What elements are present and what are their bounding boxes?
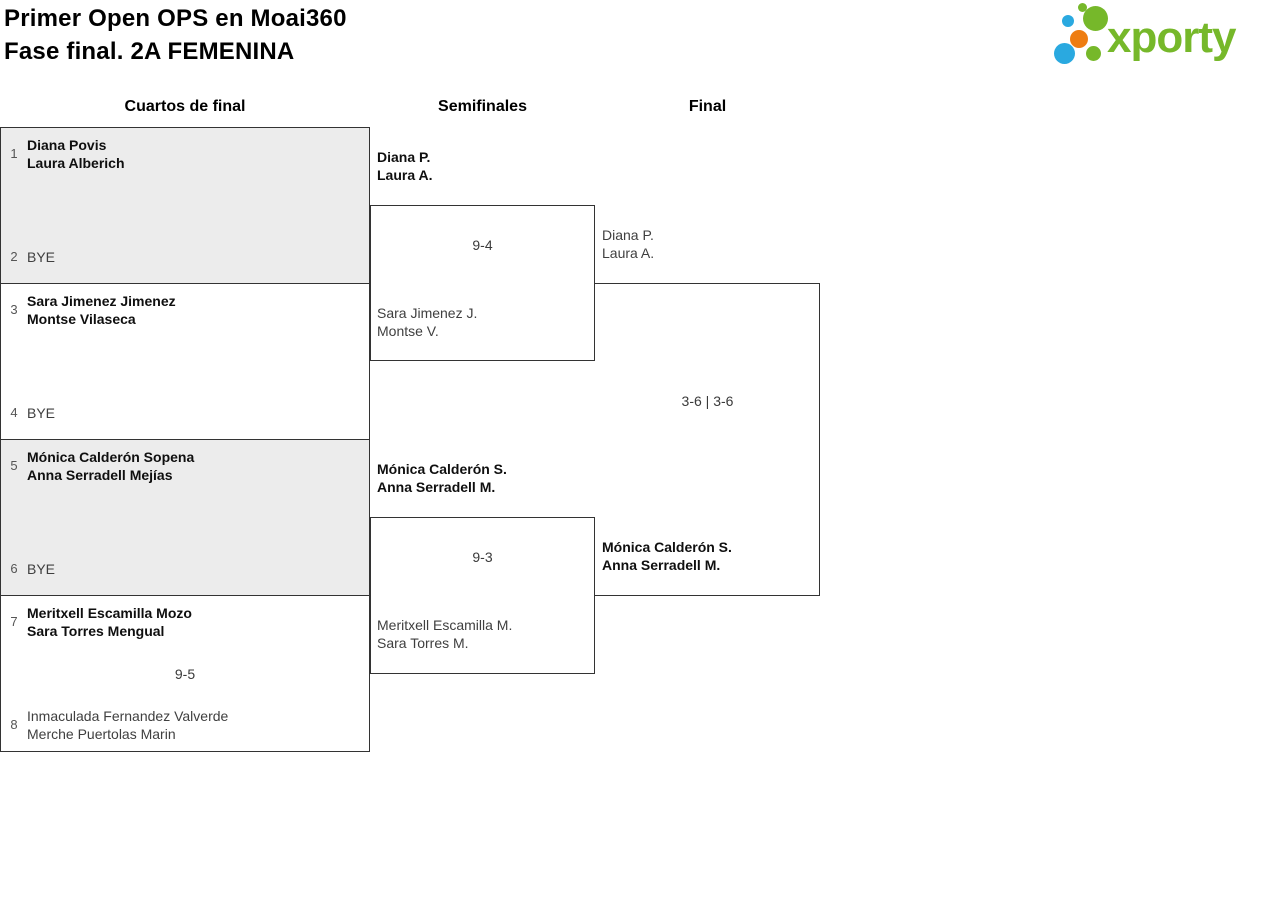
team-qf2-a: Sara Jimenez Jimenez Montse Vilaseca	[27, 292, 176, 328]
player-name: BYE	[27, 405, 56, 421]
match-box-qf4	[0, 595, 370, 752]
player-name: Diana P.	[602, 227, 654, 243]
seed-number: 2	[10, 249, 18, 264]
team-sf1-a: Diana P. Laura A.	[377, 148, 433, 184]
seed-number: 4	[10, 405, 18, 420]
seed-number: 6	[10, 561, 18, 576]
team-qf4-b: Inmaculada Fernandez Valverde Merche Pue…	[27, 707, 228, 743]
match-box-qf3	[0, 439, 370, 596]
match-box-qf1	[0, 127, 370, 284]
logo-dot-green-small-top-icon	[1078, 3, 1087, 12]
team-sf2-b: Meritxell Escamilla M. Sara Torres M.	[377, 616, 512, 652]
seed-number: 3	[10, 302, 18, 317]
team-sf1-b: Sara Jimenez J. Montse V.	[377, 304, 477, 340]
player-name: BYE	[27, 561, 56, 577]
match-box-sf2	[370, 517, 595, 674]
player-name: Laura A.	[602, 245, 655, 261]
player-name: Mónica Calderón S.	[602, 539, 732, 555]
team-qf1-a: Diana Povis Laura Alberich	[27, 136, 125, 172]
player-name: Inmaculada Fernandez Valverde	[27, 708, 229, 724]
player-name: BYE	[27, 249, 56, 265]
round-header-quarterfinals: Cuartos de final	[124, 98, 246, 115]
score-qf4: 9-5	[174, 666, 196, 682]
player-name: Montse Vilaseca	[27, 311, 136, 327]
player-name: Laura Alberich	[27, 155, 125, 171]
team-final-a: Diana P. Laura A.	[602, 226, 654, 262]
match-box-final	[595, 283, 820, 596]
team-qf2-b: BYE	[27, 404, 55, 422]
logo-dot-green-small-bottom-icon	[1086, 46, 1101, 61]
player-name: Diana Povis	[27, 137, 107, 153]
team-qf3-a: Mónica Calderón Sopena Anna Serradell Me…	[27, 448, 194, 484]
player-name: Laura A.	[377, 167, 433, 183]
player-name: Mónica Calderón S.	[377, 461, 507, 477]
team-final-b: Mónica Calderón S. Anna Serradell M.	[602, 538, 732, 574]
player-name: Anna Serradell M.	[602, 557, 721, 573]
page-title: Primer Open OPS en Moai360 Fase final. 2…	[4, 2, 347, 68]
player-name: Montse V.	[377, 323, 439, 339]
seed-number: 8	[10, 717, 18, 732]
team-sf2-a: Mónica Calderón S. Anna Serradell M.	[377, 460, 507, 496]
team-qf1-b: BYE	[27, 248, 55, 266]
player-name: Anna Serradell M.	[377, 479, 496, 495]
player-name: Mónica Calderón Sopena	[27, 449, 195, 465]
match-box-sf1	[370, 205, 595, 361]
player-name: Meritxell Escamilla M.	[377, 617, 513, 633]
player-name: Sara Torres M.	[377, 635, 469, 651]
logo-dot-green-large-icon	[1083, 6, 1108, 31]
logo-dot-blue-small-icon	[1062, 15, 1074, 27]
round-header-semifinals: Semifinales	[438, 98, 527, 115]
player-name: Merche Puertolas Marin	[27, 726, 176, 742]
logo-wordmark: xporty	[1107, 13, 1236, 62]
player-name: Sara Jimenez J.	[377, 305, 478, 321]
seed-number: 7	[10, 614, 18, 629]
phase-name: Fase final. 2A FEMENINA	[4, 38, 295, 65]
score-sf2: 9-3	[472, 549, 493, 565]
team-qf4-a: Meritxell Escamilla Mozo Sara Torres Men…	[27, 604, 192, 640]
score-sf1: 9-4	[472, 237, 493, 253]
player-name: Meritxell Escamilla Mozo	[27, 605, 192, 621]
seed-number: 1	[10, 146, 18, 161]
player-name: Sara Torres Mengual	[27, 623, 165, 639]
player-name: Sara Jimenez Jimenez	[27, 293, 176, 309]
round-header-final: Final	[688, 98, 727, 115]
tournament-name: Primer Open OPS en Moai360	[4, 5, 347, 32]
seed-number: 5	[10, 458, 18, 473]
logo-dot-orange-icon	[1070, 30, 1088, 48]
logo-dot-blue-large-icon	[1054, 43, 1075, 64]
match-box-qf2	[0, 283, 370, 440]
score-final: 3-6 | 3-6	[681, 393, 734, 409]
player-name: Anna Serradell Mejías	[27, 467, 173, 483]
team-qf3-b: BYE	[27, 560, 55, 578]
player-name: Diana P.	[377, 149, 431, 165]
